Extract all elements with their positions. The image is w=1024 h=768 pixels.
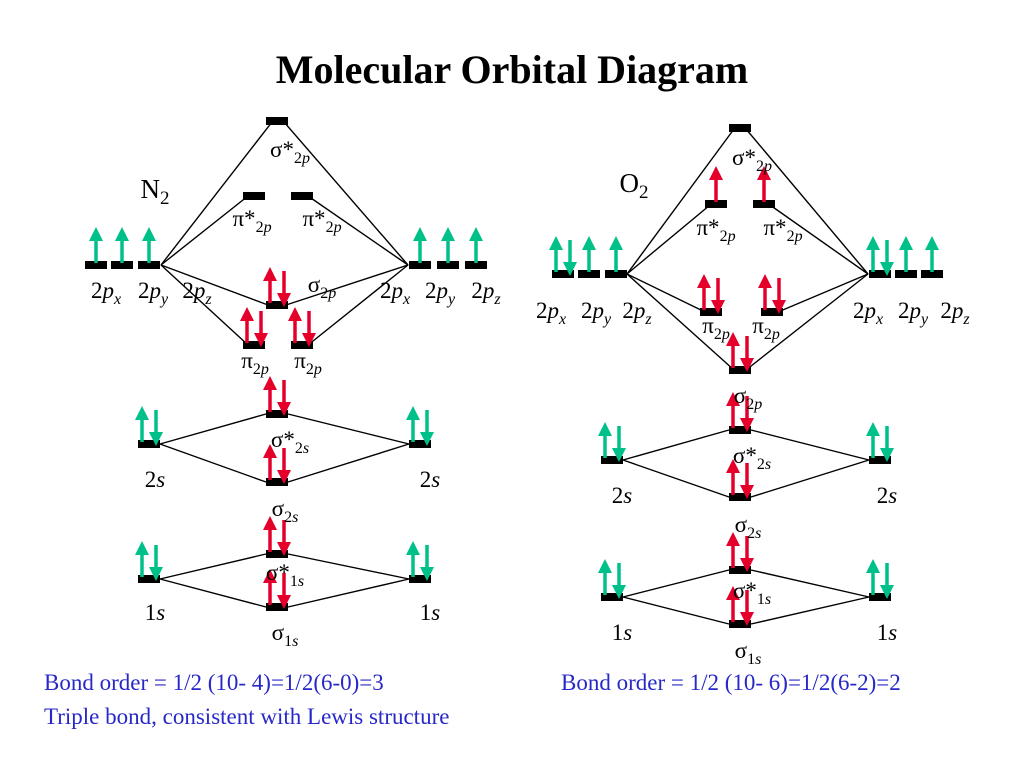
n2-atomic_1s-right-label: 1s	[420, 600, 441, 625]
n2-sigma_star_2p-label: σ*2p	[270, 137, 310, 167]
o2-right_2p-label-0: 2px	[853, 298, 883, 328]
o2-correlation-line-2	[626, 273, 706, 313]
n2-sigma_star_2s-label: σ*2s	[271, 427, 309, 457]
n2-correlation-line-9	[159, 443, 267, 483]
o2-right_2p-label-2: 2pz	[940, 298, 970, 328]
o2-left_2p-label-2: 2pz	[622, 298, 652, 328]
n2-right_2p-label-0: 2px	[380, 278, 410, 308]
o2-sigma_star_2p-label: σ*2p	[732, 145, 772, 175]
n2-left_2p-label-1: 2py	[138, 278, 169, 308]
n2-atomic_2s-right-label: 2s	[420, 467, 441, 492]
n2-correlation-line-8	[159, 413, 267, 445]
n2-pi_star_2p-0-label: π*2p	[232, 206, 271, 236]
n2-correlation-line-12	[159, 553, 267, 580]
o2-correlation-line-8	[622, 429, 730, 461]
n2-atomic_1s-left-label: 1s	[145, 600, 166, 625]
o2-bond-order: Bond order = 1/2 (10- 6)=1/2(6-2)=2	[561, 670, 901, 695]
o2-correlation-line-15	[750, 596, 870, 625]
n2-correlation-line-2	[160, 264, 269, 306]
n2-correlation-line-10	[287, 413, 410, 445]
orbital-labels: N2 2px 2py 2pz 2px 2py 2pz σ*2p π*2p π*2p σ2p π2p π2…	[91, 137, 970, 668]
n2-correlation-line-5	[307, 195, 409, 266]
electron-arrows	[89, 166, 939, 626]
page-title: Molecular Orbital Diagram	[275, 47, 749, 92]
n2-left_2p-label-0: 2px	[91, 278, 121, 308]
n2-pi_star_2p-0-level	[243, 192, 265, 200]
o2-correlation-line-4	[745, 128, 869, 275]
o2-correlation-line-7	[745, 273, 869, 371]
o2-sigma_2p-label: σ2p	[734, 383, 762, 413]
o2-left_2p-level-1	[578, 270, 600, 278]
n2-bond-order: Bond order = 1/2 (10- 4)=1/2(6-0)=3	[44, 670, 384, 695]
o2-pi_star_2p-1-label: π*2p	[763, 215, 802, 245]
o2-correlation-line-6	[777, 273, 869, 313]
n2-left_2p-level-2	[138, 261, 160, 269]
energy-levels	[85, 117, 943, 628]
n2-correlation-line-3	[160, 264, 249, 346]
n2-pi_star_2p-1-label: π*2p	[302, 206, 341, 236]
o2-atomic_1s-right-label: 1s	[877, 620, 898, 645]
n2-pi_2p-1-label: π2p	[294, 348, 322, 378]
n2-right_2p-label-1: 2py	[425, 278, 456, 308]
o2-correlation-line-1	[626, 204, 711, 275]
o2-correlation-line-0	[626, 128, 735, 275]
o2-right_2p-label-1: 2py	[898, 298, 929, 328]
o2-correlation-line-10	[750, 429, 870, 461]
o2-correlation-line-3	[626, 273, 735, 371]
o2-left_2p-level-2	[605, 270, 627, 278]
n2-right_2p-level-0	[409, 261, 431, 269]
o2-pi_star_2p-0-label: π*2p	[696, 215, 735, 245]
n2-correlation-line-4	[283, 121, 409, 266]
n2-correlation-line-0	[160, 121, 273, 266]
o2-sigma_1s-label: σ1s	[735, 638, 762, 668]
n2-correlation-line-11	[287, 443, 410, 483]
n2-correlation-line-15	[287, 578, 410, 608]
n2-left_2p-label-2: 2pz	[182, 278, 212, 308]
o2-correlation-line-11	[750, 459, 870, 498]
o2-correlation-line-14	[750, 569, 870, 598]
n2-pi_2p-0-label: π2p	[241, 348, 269, 378]
n2-left_2p-level-1	[111, 261, 133, 269]
n2-right_2p-label-2: 2pz	[471, 278, 501, 308]
correlation-lines	[159, 121, 870, 625]
o2-sigma_star_2p-level	[729, 124, 751, 132]
o2-correlation-line-9	[622, 459, 730, 498]
n2-sigma_2p-label: σ2p	[308, 272, 336, 302]
o2-pi_star_2p-1-level	[753, 200, 775, 208]
n2-molecule-label: N2	[141, 174, 170, 209]
n2-sigma_star_1s-label: σ*1s	[266, 560, 304, 590]
n2-left_2p-level-0	[85, 261, 107, 269]
o2-sigma_2s-label: σ2s	[735, 512, 762, 542]
n2-right_2p-level-2	[465, 261, 487, 269]
n2-sigma_2s-label: σ2s	[272, 496, 299, 526]
n2-pi_star_2p-1-level	[291, 192, 313, 200]
n2-sigma_1s-label: σ1s	[272, 620, 299, 650]
o2-left_2p-label-0: 2px	[536, 298, 566, 328]
o2-correlation-line-12	[622, 569, 730, 598]
o2-molecule-label: O2	[620, 168, 649, 203]
n2-atomic_2s-left-label: 2s	[145, 467, 166, 492]
o2-correlation-line-13	[622, 596, 730, 625]
n2-correlation-line-13	[159, 578, 267, 608]
o2-correlation-line-5	[769, 204, 869, 275]
o2-sigma_star_2s-label: σ*2s	[733, 443, 771, 473]
n2-correlation-line-7	[307, 264, 409, 346]
o2-left_2p-label-1: 2py	[581, 298, 612, 328]
n2-correlation-line-1	[160, 195, 249, 266]
o2-pi_2p-1-label: π2p	[752, 313, 780, 343]
o2-right_2p-level-1	[895, 270, 917, 278]
n2-correlation-line-6	[285, 264, 409, 306]
o2-right_2p-level-2	[921, 270, 943, 278]
n2-bond-note: Triple bond, consistent with Lewis struc…	[44, 704, 450, 729]
o2-atomic_2s-right-label: 2s	[877, 483, 898, 508]
n2-sigma_star_2p-level	[266, 117, 288, 125]
o2-atomic_2s-left-label: 2s	[612, 483, 633, 508]
o2-pi_star_2p-0-level	[705, 200, 727, 208]
o2-pi_2p-0-label: π2p	[702, 313, 730, 343]
o2-atomic_1s-left-label: 1s	[612, 620, 633, 645]
o2-sigma_star_1s-label: σ*1s	[733, 578, 771, 608]
n2-right_2p-level-1	[437, 261, 459, 269]
n2-correlation-line-14	[287, 553, 410, 580]
